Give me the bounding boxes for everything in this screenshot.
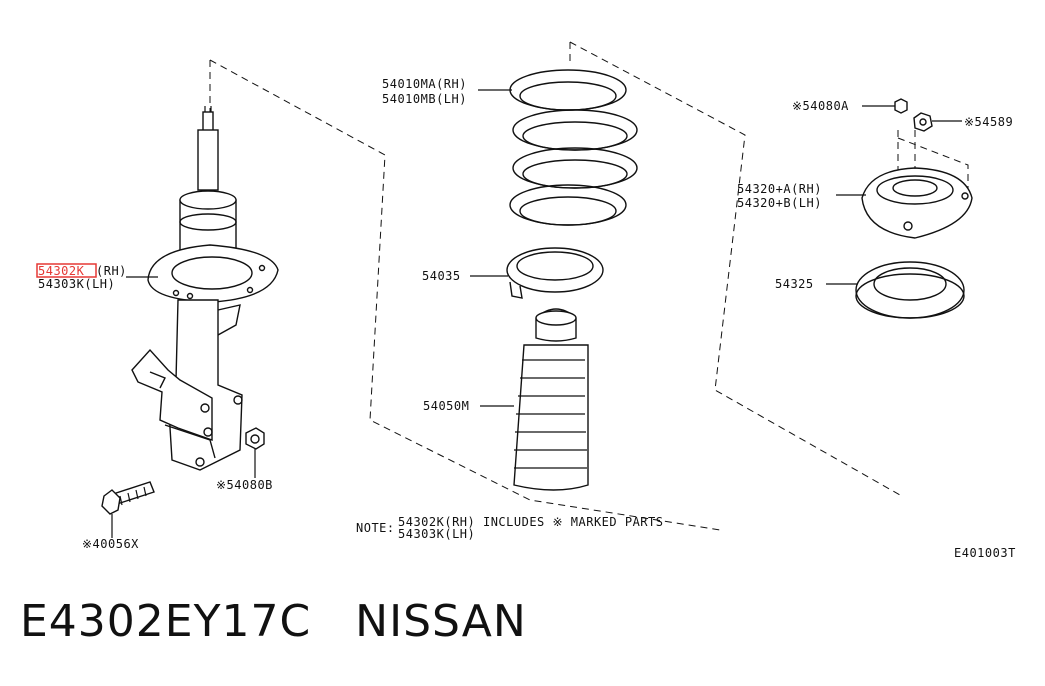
mount-dashed-boundary [897, 130, 969, 195]
mount-b-part-number[interactable]: 54320+B(LH) [737, 196, 822, 210]
note-line-2: 54303K(LH) [398, 527, 475, 541]
note-line-1: 54302K(RH) INCLUDES ※ MARKED PARTS [398, 515, 663, 529]
strut-mount [861, 98, 973, 239]
note-prefix: NOTE: [356, 521, 395, 535]
bearing-part-number[interactable]: 54325 [775, 277, 814, 291]
mount-bearing [855, 261, 965, 319]
strut-part-highlight [36, 263, 97, 278]
strut-lh-part-number[interactable]: 54303K(LH) [38, 277, 115, 291]
bump-stop-boot [513, 308, 589, 491]
strut-rh-side: (RH) [96, 264, 127, 278]
spring-rh-part-number[interactable]: 54010MA(RH) [382, 77, 467, 91]
spring-seat [506, 247, 604, 299]
coil-spring [509, 69, 638, 226]
spring-lh-part-number[interactable]: 54010MB(LH) [382, 92, 467, 106]
bump-boot-part-number[interactable]: 54050M [423, 399, 469, 413]
mount-a-part-number[interactable]: 54320+A(RH) [737, 182, 822, 196]
spring-dashed-boundary [569, 41, 901, 496]
caption-brand: NISSAN [355, 596, 527, 647]
bolt-part-number[interactable]: ※40056X [82, 537, 139, 551]
strut-dashed-boundary [209, 59, 721, 531]
leader-lines [111, 89, 962, 538]
strut-assembly [101, 106, 279, 515]
caption: E4302EY17C NISSAN [20, 596, 527, 647]
nut-cap-part-number[interactable]: ※54589 [964, 115, 1013, 129]
diagram-code: E401003T [954, 546, 1016, 560]
caption-part-number: E4302EY17C [20, 596, 312, 647]
nut-small-part-number[interactable]: ※54080A [792, 99, 849, 113]
spring-seat-part-number[interactable]: 54035 [422, 269, 461, 283]
strut-rh-part-number[interactable]: 54302K [38, 264, 85, 278]
nut-strut-part-number[interactable]: ※54080B [216, 478, 273, 492]
